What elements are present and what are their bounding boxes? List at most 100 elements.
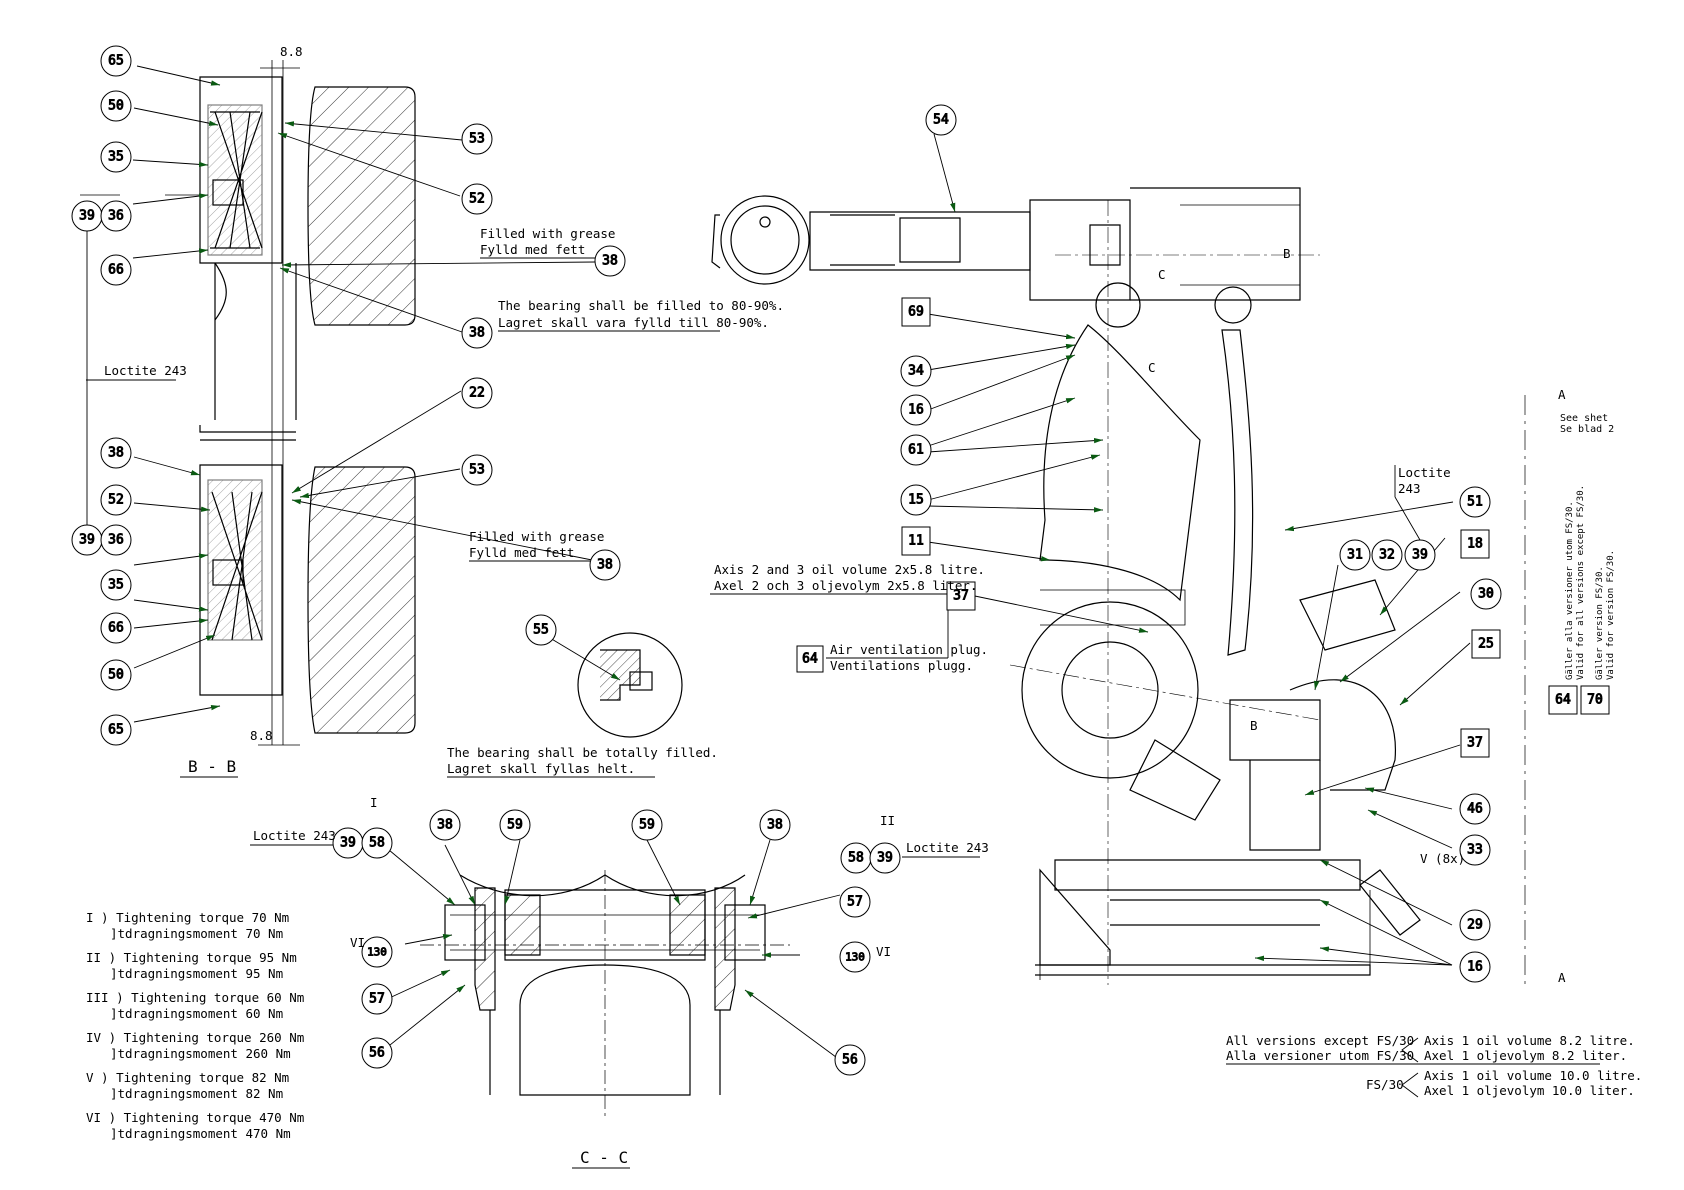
svg-text:29: 29: [1467, 918, 1483, 933]
balloon-39-cc-right: 39: [869, 842, 901, 874]
torque-3-sv: ]tdragningsmoment 60 Nm: [110, 1006, 283, 1021]
svg-text:36: 36: [108, 533, 124, 548]
balloon-38-lower: 38: [100, 437, 132, 469]
svg-text:22: 22: [469, 386, 485, 401]
bearing-fill-note-sv: Lagret skall vara fylld till 80-90%.: [498, 315, 769, 330]
balloon-61: 61: [900, 434, 932, 466]
loctite-robot-b: 243: [1398, 481, 1421, 496]
svg-text:15: 15: [908, 493, 924, 508]
balloon-58-cc-right: 58: [840, 842, 872, 874]
torque-4-en: IV ) Tightening torque 260 Nm: [86, 1030, 304, 1045]
grease-note-bottom-en: Filled with grease: [469, 529, 604, 544]
balloon-70: 70: [1580, 685, 1610, 715]
balloon-36-bottom: 36: [100, 524, 132, 556]
torque-3-en: III ) Tightening torque 60 Nm: [86, 990, 304, 1005]
torque-list: I ) Tightening torque 70 Nm ]tdragningsm…: [86, 910, 304, 1141]
valid-fs-note-sv: Gäller version FS/30.: [1595, 566, 1605, 680]
see-sheet-sv: Se blad 2: [1560, 424, 1614, 435]
balloon-38-bearing: 38: [461, 317, 493, 349]
cut-b-bottom: B: [1250, 718, 1258, 733]
torque-1-sv: ]tdragningsmoment 70 Nm: [110, 926, 283, 941]
svg-text:64: 64: [802, 652, 818, 667]
balloon-46: 46: [1459, 793, 1491, 825]
svg-text:61: 61: [908, 443, 924, 458]
balloon-34: 34: [900, 355, 932, 387]
balloon-55: 55: [525, 614, 557, 646]
svg-text:65: 65: [108, 723, 124, 738]
balloon-16-upper: 16: [900, 394, 932, 426]
dim-8-8-bottom: 8.8: [250, 728, 273, 743]
svg-text:33: 33: [1467, 843, 1483, 858]
cut-b-top: B: [1283, 246, 1291, 261]
air-plug-note-en: Air ventilation plug.: [830, 642, 988, 657]
torque-6-sv: ]tdragningsmoment 470 Nm: [110, 1126, 291, 1141]
balloon-group: 65 50 35 39 36 66 53 52 38 38 22 53 38 5…: [71, 45, 1610, 1076]
balloon-53-top: 53: [461, 123, 493, 155]
balloon-53-bottom: 53: [461, 454, 493, 486]
cut-a-bottom: A: [1558, 970, 1566, 985]
cut-a-top: A: [1558, 387, 1566, 402]
svg-text:52: 52: [469, 192, 485, 207]
balloon-130-right: 130: [839, 941, 871, 973]
balloon-64-mid: 64: [796, 645, 824, 673]
all-versions-en: All versions except FS/30: [1226, 1033, 1414, 1048]
svg-text:37: 37: [1467, 736, 1483, 751]
grease-note-top-en: Filled with grease: [480, 226, 615, 241]
balloon-36-top: 36: [100, 200, 132, 232]
totally-filled-note-en: The bearing shall be totally filled.: [447, 745, 718, 760]
axis1-100-sv: Axel 1 oljevolym 10.0 liter.: [1424, 1083, 1635, 1098]
roman-II-marker: II: [880, 813, 895, 828]
svg-text:56: 56: [369, 1046, 385, 1061]
axis1-82-en: Axis 1 oil volume 8.2 litre.: [1424, 1033, 1635, 1048]
axis1-82-sv: Axel 1 oljevolym 8.2 liter.: [1424, 1048, 1627, 1063]
axis23-oil-note-en: Axis 2 and 3 oil volume 2x5.8 litre.: [714, 562, 985, 577]
svg-text:25: 25: [1478, 637, 1494, 652]
loctite-note-bb: Loctite 243: [104, 363, 187, 378]
loctite-note-cc-right: Loctite 243: [906, 840, 989, 855]
balloon-11: 11: [901, 526, 931, 556]
svg-text:66: 66: [108, 263, 124, 278]
section-cc-view: [420, 632, 790, 1120]
svg-text:50: 50: [108, 99, 124, 114]
roman-I-marker: I: [370, 795, 378, 810]
torque-2-en: II ) Tightening torque 95 Nm: [86, 950, 297, 965]
robot-side-view: [711, 187, 1526, 985]
svg-text:54: 54: [933, 113, 949, 128]
bearing-fill-note-en: The bearing shall be filled to 80-90%.: [498, 298, 784, 313]
svg-text:31: 31: [1347, 548, 1363, 563]
svg-text:30: 30: [1478, 587, 1494, 602]
svg-text:38: 38: [469, 326, 485, 341]
balloon-39-bottom: 39: [71, 524, 103, 556]
balloon-51: 51: [1459, 486, 1491, 518]
svg-text:64: 64: [1555, 693, 1571, 708]
svg-text:38: 38: [437, 818, 453, 833]
air-plug-note-sv: Ventilations plugg.: [830, 658, 973, 673]
v8x-label: V (8x): [1420, 851, 1465, 866]
balloon-15: 15: [900, 484, 932, 516]
cut-c-top: C: [1158, 267, 1166, 282]
see-sheet-en: See shet: [1560, 413, 1608, 424]
valid-fs-note-en: Valid for version FS/30.: [1606, 550, 1616, 680]
balloon-57-cc-right: 57: [839, 886, 871, 918]
annotations: 8.8 8.8 Filled with grease Fylld med fet…: [86, 44, 1642, 1169]
svg-text:32: 32: [1379, 548, 1395, 563]
balloon-56-right: 56: [834, 1044, 866, 1076]
torque-6-en: VI ) Tightening torque 470 Nm: [86, 1110, 304, 1125]
svg-text:58: 58: [369, 836, 385, 851]
axis23-oil-note-sv: Axel 2 och 3 oljevolym 2x5.8 liter.: [714, 578, 977, 593]
svg-text:51: 51: [1467, 495, 1483, 510]
svg-text:39: 39: [877, 851, 893, 866]
svg-text:18: 18: [1467, 537, 1483, 552]
svg-text:55: 55: [533, 623, 549, 638]
balloon-18: 18: [1460, 529, 1490, 559]
valid-all-note-en: Valid for all versions except FS/30.: [1576, 485, 1586, 680]
svg-text:38: 38: [597, 558, 613, 573]
svg-text:57: 57: [369, 992, 385, 1007]
svg-text:38: 38: [602, 254, 618, 269]
balloon-69: 69: [901, 297, 931, 327]
balloon-56-left: 56: [361, 1037, 393, 1069]
roman-VI-left: VI: [350, 935, 365, 950]
balloon-16-lower: 16: [1459, 951, 1491, 983]
totally-filled-note-sv: Lagret skall fyllas helt.: [447, 761, 635, 776]
svg-text:11: 11: [908, 534, 924, 549]
